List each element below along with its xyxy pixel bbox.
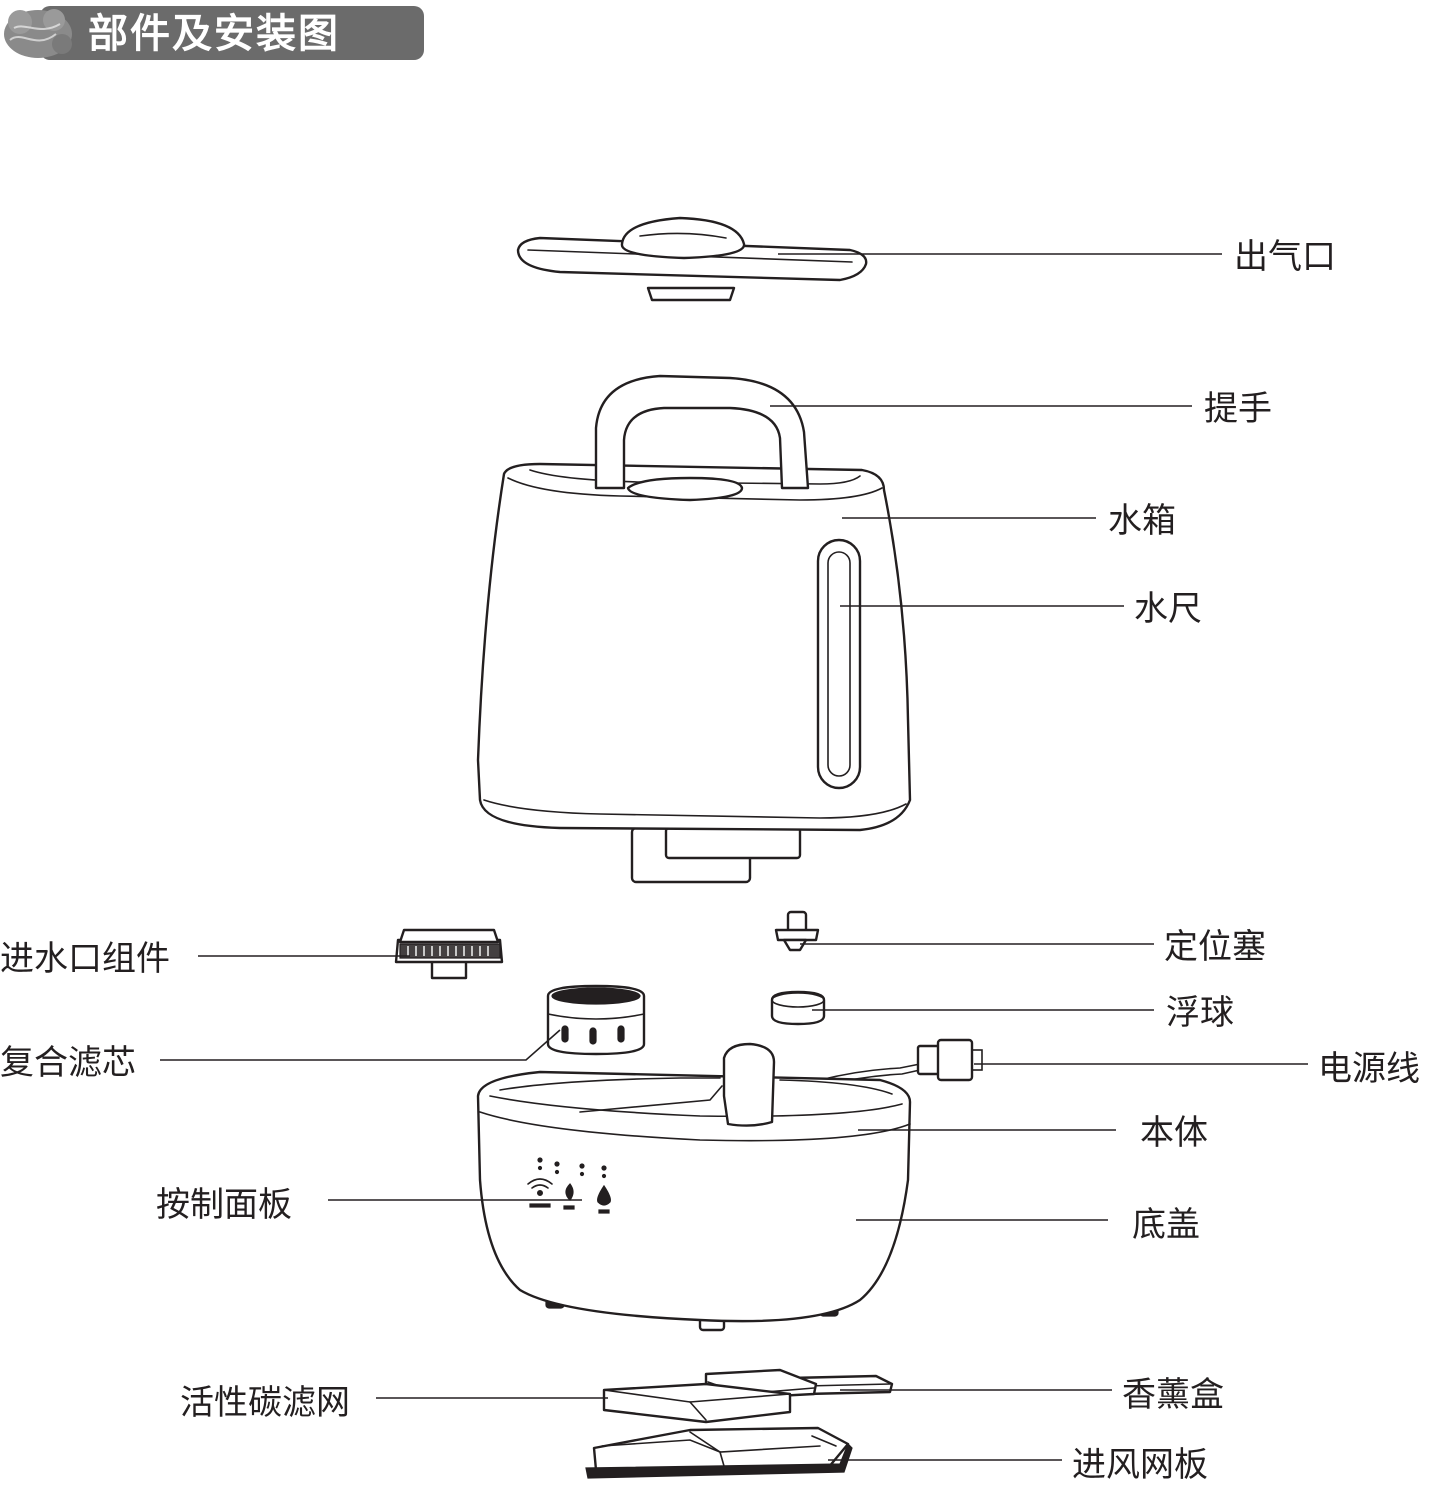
label-locating-plug: 定位塞 <box>1164 927 1266 967</box>
activated-carbon-filter <box>602 1368 818 1424</box>
outlet-lid <box>516 216 868 302</box>
callout-labels: 出气口 提手 水箱 水尺 进水口组件 定位塞 浮球 复合滤芯 电源线 本体 按制… <box>0 237 1420 1485</box>
water-gauge-window <box>816 538 862 790</box>
composite-filter <box>546 984 646 1056</box>
water-tank <box>476 462 912 884</box>
label-water-tank: 水箱 <box>1108 501 1176 541</box>
label-carbon-filter: 活性碳滤网 <box>180 1383 350 1423</box>
section-title: 部件及安装图 <box>88 11 340 57</box>
control-panel <box>527 1157 611 1214</box>
paint-splash-icon <box>4 9 72 58</box>
locating-plug <box>774 910 820 952</box>
label-composite-filter: 复合滤芯 <box>0 1043 136 1083</box>
main-body <box>476 1042 912 1332</box>
leader-lines <box>160 253 1308 1461</box>
label-handle: 提手 <box>1204 389 1272 429</box>
label-float-ball: 浮球 <box>1166 993 1234 1033</box>
label-control-panel: 按制面板 <box>156 1185 292 1225</box>
label-power-cord: 电源线 <box>1318 1049 1420 1089</box>
section-header-banner <box>4 6 424 60</box>
label-bottom-cover: 底盖 <box>1132 1205 1200 1245</box>
wifi-icon <box>527 1178 553 1196</box>
power-cord <box>819 1038 983 1087</box>
label-outlet: 出气口 <box>1234 237 1336 277</box>
label-main-body: 本体 <box>1140 1113 1208 1153</box>
air-inlet-plate <box>585 1426 853 1479</box>
header-banner-bar <box>40 6 424 60</box>
label-aroma-box: 香薰盒 <box>1122 1375 1224 1415</box>
water-drop-icon <box>597 1184 611 1206</box>
label-water-gauge: 水尺 <box>1134 589 1202 629</box>
tank-handle <box>594 374 810 490</box>
label-air-inlet-plate: 进风网板 <box>1072 1445 1208 1485</box>
label-inlet-assembly: 进水口组件 <box>0 939 170 979</box>
float-ball <box>770 990 826 1026</box>
water-inlet-assembly <box>394 928 504 980</box>
